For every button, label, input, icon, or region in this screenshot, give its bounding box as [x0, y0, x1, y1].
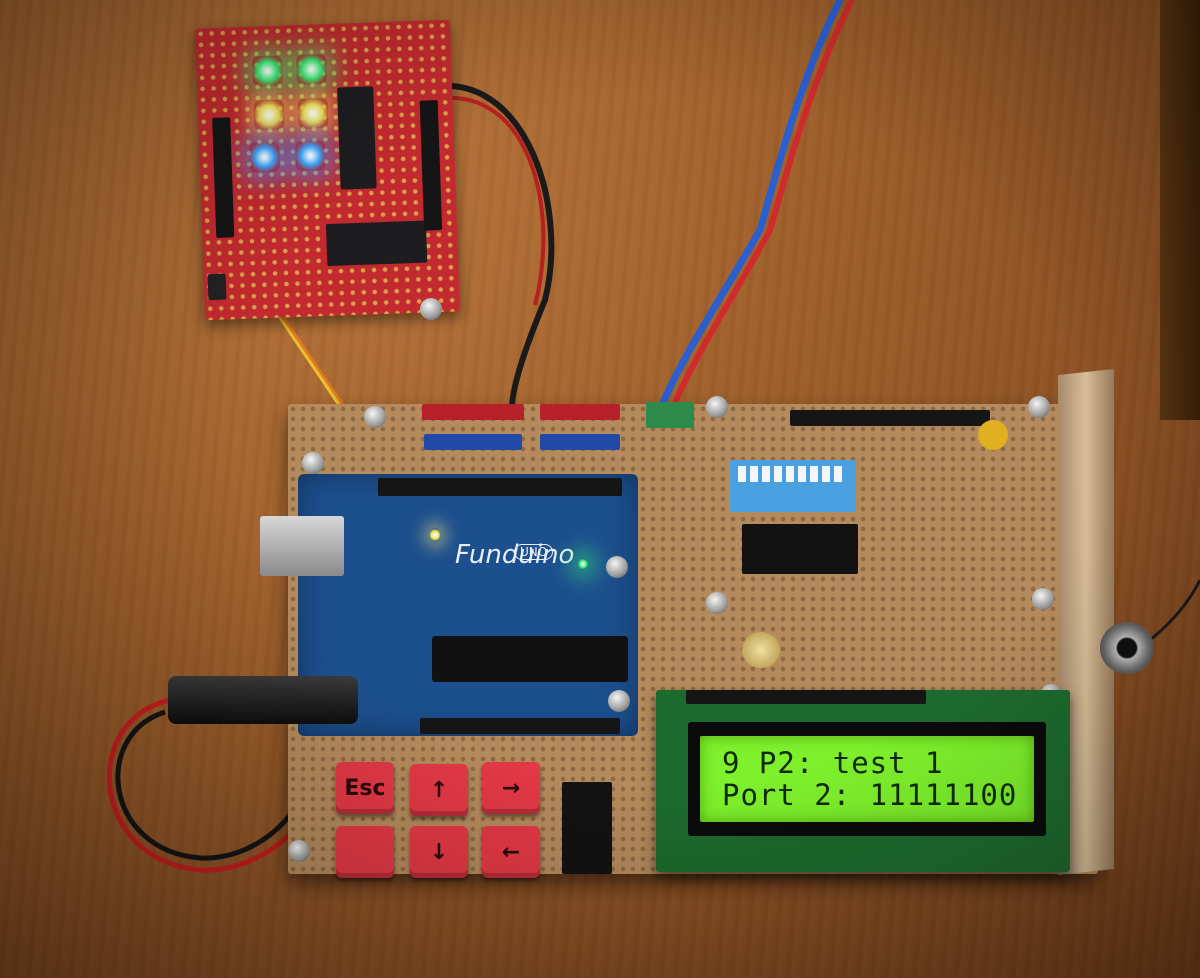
shield-reset-button	[207, 273, 227, 301]
screw-1	[364, 406, 386, 428]
usb-b-port	[260, 516, 344, 576]
dip-switch-8[interactable]	[822, 466, 830, 482]
wire-blue-red-top	[656, 0, 844, 412]
wire-red-top	[669, 0, 855, 412]
screw-4	[1028, 396, 1050, 418]
wire-power-red	[106, 697, 303, 873]
arduino-digital-header	[378, 478, 622, 496]
screw-3	[706, 396, 728, 418]
shift-register-ic	[742, 524, 858, 574]
arrow-up-icon: ↑	[429, 777, 449, 803]
arduino-led-on	[578, 558, 588, 570]
shield-header-left	[212, 117, 235, 238]
dip-switch-3[interactable]	[762, 466, 770, 482]
arrow-down-icon: ↓	[429, 839, 449, 865]
shield-ic-vertical	[337, 86, 377, 190]
shelf-edge	[1160, 0, 1200, 420]
enter-button[interactable]	[336, 826, 394, 878]
dip-switch-5[interactable]	[786, 466, 794, 482]
screw-6	[706, 592, 728, 614]
red-header-2	[540, 404, 620, 420]
screw-8	[608, 690, 630, 712]
screw-10	[288, 840, 310, 862]
wire-power-black	[115, 709, 295, 861]
wire-red-shield	[429, 96, 546, 306]
led-blue-2	[294, 140, 327, 172]
right-button[interactable]: →	[482, 762, 540, 814]
screw-2	[302, 452, 324, 474]
arrow-right-icon: →	[501, 775, 521, 801]
dip-switch-4[interactable]	[774, 466, 782, 482]
lcd-line-1: 9 P2: test 1	[722, 746, 944, 780]
arrow-left-icon: ←	[501, 839, 521, 865]
arduino-analog-header	[420, 718, 620, 734]
dip-switch-1[interactable]	[738, 466, 746, 482]
dip-switch-6[interactable]	[798, 466, 806, 482]
dip-switch-7[interactable]	[810, 466, 818, 482]
dip-switch[interactable]	[730, 460, 856, 512]
left-button[interactable]: ←	[482, 826, 540, 878]
led-yellow-1	[253, 99, 285, 131]
led-yellow-2	[297, 97, 329, 129]
dip-switch-2[interactable]	[750, 466, 758, 482]
lcd-line-2: Port 2: 11111100	[722, 778, 1018, 812]
dip-switch-9[interactable]	[834, 466, 842, 482]
dc-power-plug	[168, 676, 358, 724]
lcd-pin-header	[686, 690, 926, 704]
blue-header-1	[424, 434, 522, 450]
led-blue-1	[249, 141, 281, 173]
lcd-connector-header	[790, 410, 990, 426]
screw-7	[1032, 588, 1054, 610]
screw-5	[606, 556, 628, 578]
up-button[interactable]: ↑	[410, 764, 468, 816]
led-green-2	[295, 53, 327, 86]
led-shield-board	[194, 19, 461, 321]
down-button[interactable]: ↓	[410, 826, 468, 878]
wire-black-shield	[419, 82, 555, 433]
arduino-led-l	[430, 528, 440, 542]
atmega-chip	[432, 636, 628, 682]
red-header-1	[422, 404, 524, 420]
blue-header-2	[540, 434, 620, 450]
screw-shield	[420, 298, 442, 320]
audio-jack	[1100, 622, 1154, 674]
lcd-screen	[700, 736, 1034, 822]
button-interface-ic	[562, 782, 612, 874]
wire-right-cable	[1149, 579, 1200, 642]
led-green-1	[251, 55, 284, 87]
shield-ic-horizontal	[325, 220, 428, 267]
capacitor	[978, 420, 1008, 450]
shield-header-right	[419, 100, 443, 231]
potentiometer[interactable]	[742, 632, 780, 668]
terminal-block	[646, 402, 694, 428]
esc-button[interactable]: Esc	[336, 762, 394, 814]
arduino-model-label: UNO	[514, 544, 554, 560]
